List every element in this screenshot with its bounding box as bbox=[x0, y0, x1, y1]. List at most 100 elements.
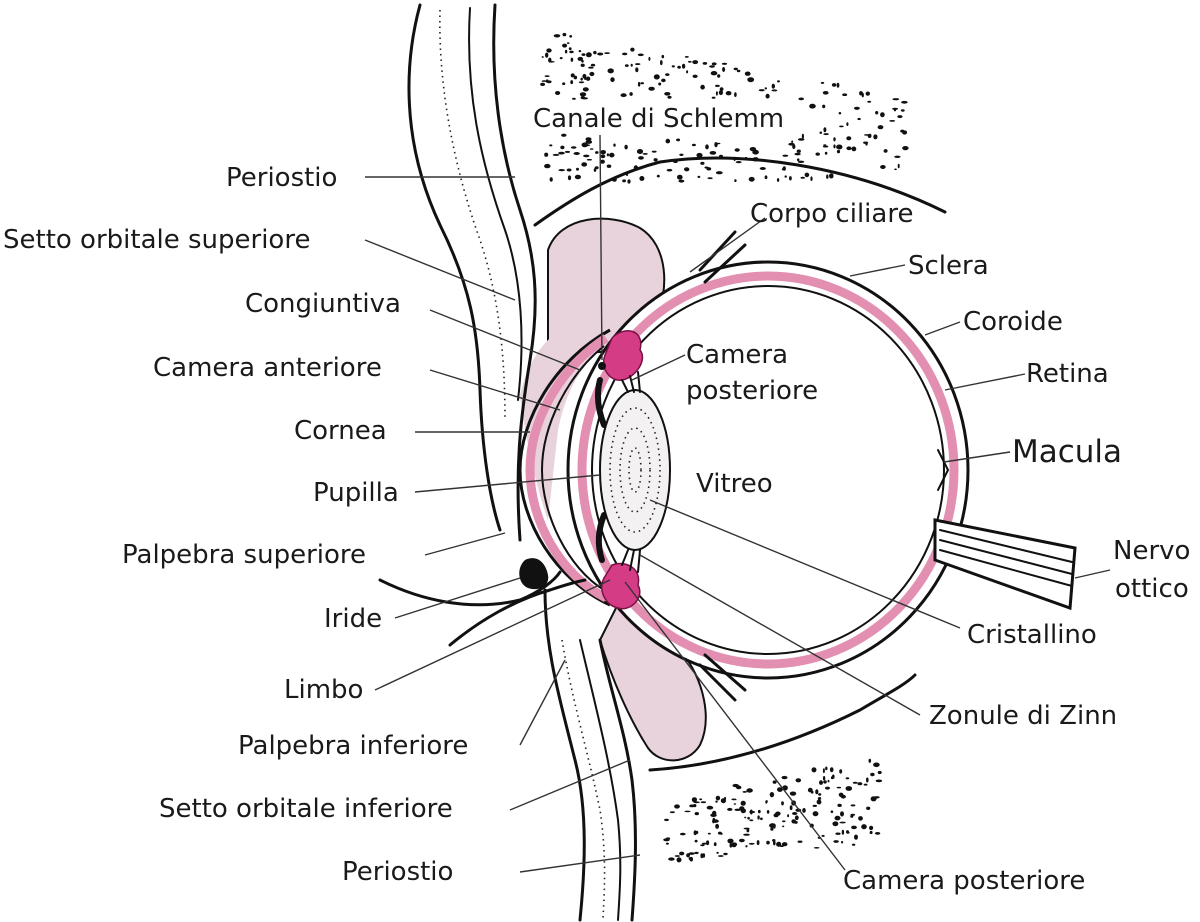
bone-speck bbox=[711, 96, 716, 99]
bone-speck bbox=[771, 83, 775, 89]
bone-speck bbox=[769, 792, 775, 798]
bone-speck bbox=[764, 87, 767, 90]
bone-speck bbox=[734, 92, 737, 97]
ciliary-body-lower bbox=[601, 562, 641, 610]
bone-speck bbox=[578, 81, 585, 84]
label-limbo: Limbo bbox=[284, 675, 363, 705]
bone-speck bbox=[782, 825, 785, 828]
bone-speck bbox=[700, 161, 705, 165]
bone-speck bbox=[578, 50, 582, 53]
bone-speck bbox=[549, 144, 553, 147]
bone-speck bbox=[680, 832, 686, 836]
bone-speck bbox=[715, 800, 718, 803]
label-canale-schlemm: Canale di Schlemm bbox=[533, 104, 784, 134]
bone-speck bbox=[693, 830, 697, 836]
bone-speck bbox=[865, 91, 870, 96]
bone-speck bbox=[702, 62, 708, 65]
bone-speck bbox=[781, 842, 788, 847]
bone-speck bbox=[817, 797, 822, 800]
label-camera-posteriore-2: posteriore bbox=[686, 376, 818, 406]
bone-speck bbox=[566, 42, 570, 44]
bone-speck bbox=[777, 787, 783, 792]
bone-speck bbox=[715, 823, 719, 829]
bone-speck bbox=[748, 842, 755, 845]
bone-speck bbox=[666, 168, 673, 172]
bone-speck bbox=[581, 142, 588, 148]
bone-speck bbox=[694, 812, 699, 816]
bone-speck bbox=[781, 801, 784, 806]
bone-speck bbox=[781, 775, 788, 780]
bone-speck bbox=[869, 825, 874, 831]
bone-speck bbox=[742, 791, 747, 793]
bone-speck bbox=[833, 840, 839, 843]
bone-speck bbox=[836, 149, 841, 154]
retina-inner bbox=[591, 285, 945, 655]
bone-speck bbox=[837, 803, 842, 808]
bone-speck bbox=[734, 148, 740, 152]
bone-speck bbox=[664, 818, 669, 822]
bone-speck bbox=[684, 810, 691, 813]
bone-speck bbox=[679, 851, 685, 856]
bone-speck bbox=[692, 60, 699, 65]
bone-speck bbox=[562, 32, 567, 37]
label-nervo-1: Nervo bbox=[1113, 536, 1190, 566]
bone-speck bbox=[684, 167, 690, 172]
bone-speck bbox=[684, 56, 689, 58]
bone-speck bbox=[676, 138, 681, 142]
bone-speck bbox=[833, 137, 836, 142]
bone-speck bbox=[715, 91, 718, 96]
bone-speck bbox=[606, 153, 610, 157]
bone-speck bbox=[586, 158, 593, 161]
bone-speck bbox=[627, 179, 631, 184]
bone-speck bbox=[833, 144, 836, 149]
bone-speck bbox=[658, 82, 662, 86]
bone-speck bbox=[700, 801, 707, 804]
bone-speck bbox=[798, 97, 804, 101]
bone-speck bbox=[838, 112, 842, 115]
bone-speck bbox=[716, 851, 719, 854]
bone-speck bbox=[771, 89, 778, 92]
bone-speck bbox=[671, 65, 675, 68]
label-periostio-sup: Periostio bbox=[226, 163, 337, 193]
bone-speck bbox=[678, 179, 685, 183]
cornea-inner bbox=[540, 345, 605, 591]
bone-speck bbox=[576, 167, 579, 171]
bone-speck bbox=[613, 143, 616, 147]
bone-speck bbox=[630, 47, 635, 52]
bone-speck bbox=[758, 89, 765, 92]
bone-speck bbox=[548, 61, 555, 63]
bone-speck bbox=[826, 174, 829, 179]
label-palpebra-sup: Palpebra superiore bbox=[122, 540, 366, 570]
bone-speck bbox=[823, 780, 827, 784]
bone-speck bbox=[630, 63, 633, 67]
bone-speck bbox=[686, 70, 689, 74]
bone-speck bbox=[822, 104, 826, 109]
bone-speck bbox=[540, 82, 545, 86]
label-vitreo: Vitreo bbox=[696, 469, 773, 499]
bone-speck bbox=[842, 93, 848, 96]
bone-speck bbox=[593, 50, 597, 55]
bone-speck bbox=[796, 158, 800, 161]
bone-speck bbox=[830, 776, 834, 780]
bone-speck bbox=[570, 57, 574, 62]
bone-speck bbox=[757, 815, 760, 820]
bone-speck bbox=[697, 175, 701, 178]
bone-speck bbox=[709, 65, 715, 68]
bone-speck bbox=[769, 823, 776, 828]
bone-speck bbox=[604, 52, 610, 54]
bone-speck bbox=[706, 840, 710, 846]
bone-speck bbox=[897, 115, 903, 119]
bone-speck bbox=[781, 168, 785, 171]
bone-speck bbox=[797, 160, 805, 163]
bone-speck bbox=[787, 814, 790, 818]
bone-speck bbox=[541, 56, 544, 58]
bone-speck bbox=[800, 176, 805, 179]
bone-speck bbox=[665, 842, 669, 845]
bone-speck bbox=[733, 803, 737, 805]
bone-speck bbox=[586, 52, 592, 58]
bone-speck bbox=[846, 830, 849, 834]
bone-speck bbox=[665, 837, 671, 840]
lens-ring-2 bbox=[619, 427, 651, 513]
bone-speck bbox=[555, 91, 561, 95]
bone-speck bbox=[827, 779, 830, 783]
